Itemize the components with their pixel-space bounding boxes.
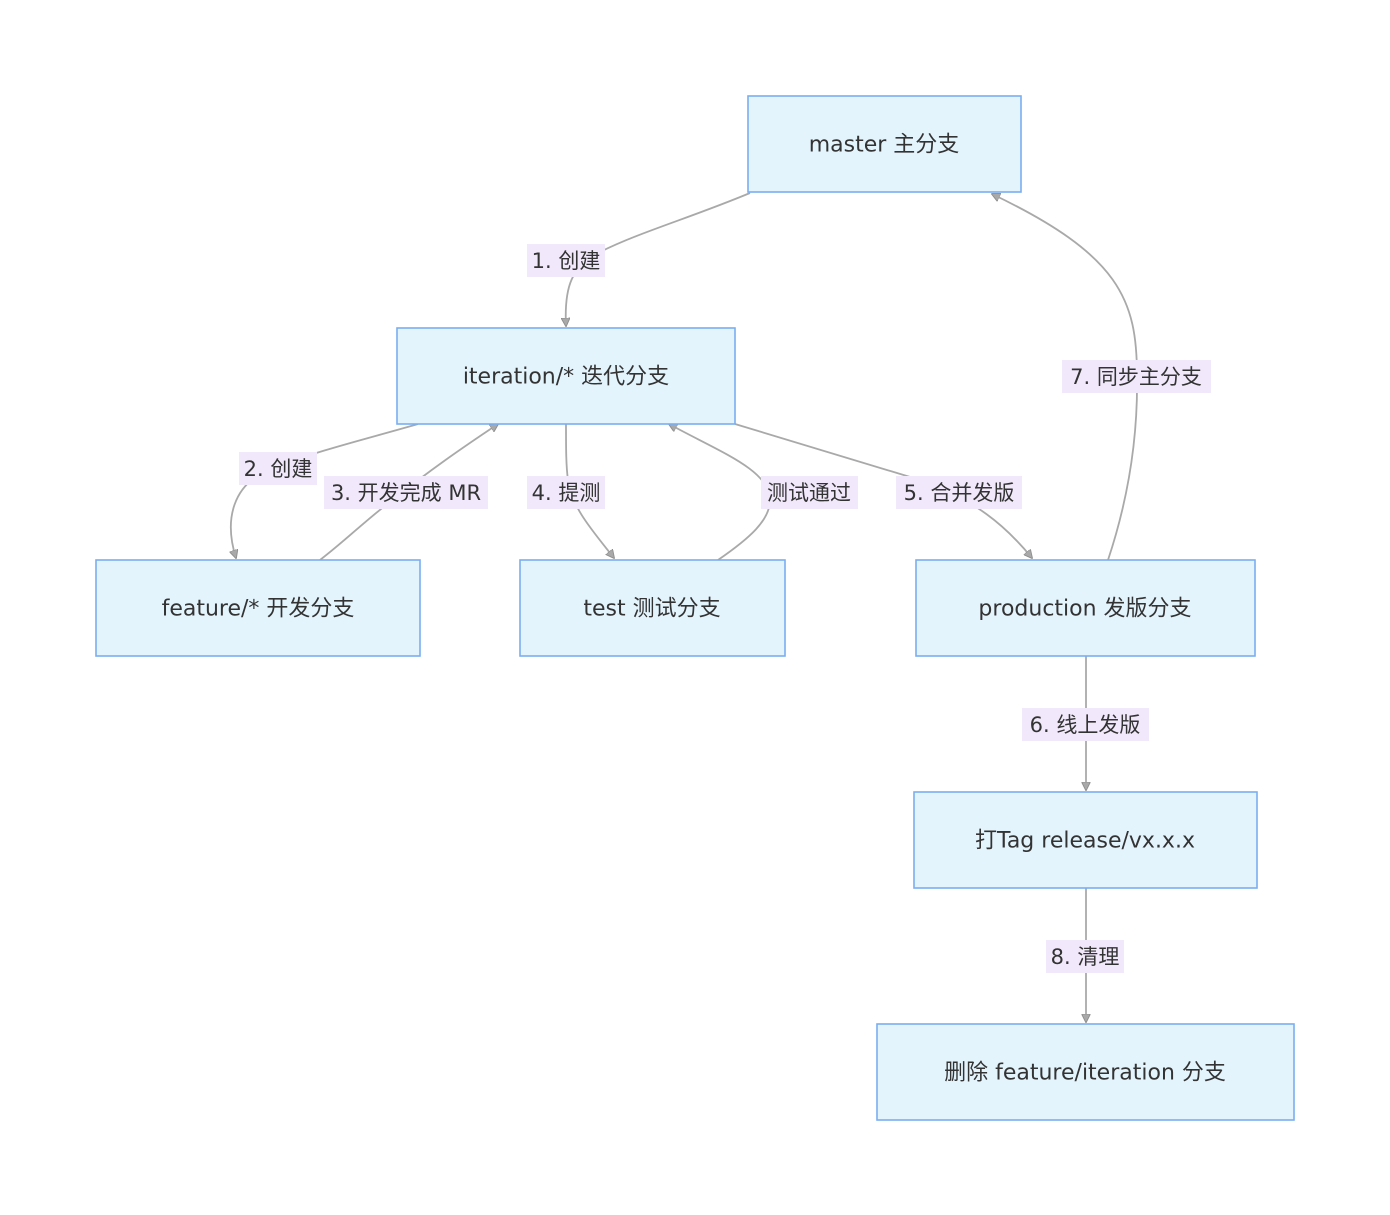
edge-label-step3: 3. 开发完成 MR xyxy=(324,476,488,509)
node-tag: 打Tag release/vx.x.x xyxy=(913,791,1258,889)
edge-label-step5-text: 5. 合并发版 xyxy=(904,481,1015,505)
edge-label-step8-text: 8. 清理 xyxy=(1051,945,1120,969)
node-cleanup-label: 删除 feature/iteration 分支 xyxy=(944,1061,1226,1086)
edge-label-test-pass-text: 测试通过 xyxy=(767,481,851,505)
edge-label-step2: 2. 创建 xyxy=(239,452,317,485)
node-iteration: iteration/* 迭代分支 xyxy=(396,327,736,425)
node-feature-label: feature/* 开发分支 xyxy=(162,597,355,622)
edge-label-step4: 4. 提测 xyxy=(527,476,605,509)
edge-label-step2-text: 2. 创建 xyxy=(244,457,313,481)
edge-label-step6: 6. 线上发版 xyxy=(1022,708,1149,741)
node-feature: feature/* 开发分支 xyxy=(95,559,421,657)
node-cleanup: 删除 feature/iteration 分支 xyxy=(876,1023,1295,1121)
node-production-label: production 发版分支 xyxy=(978,597,1191,622)
edge-label-step8: 8. 清理 xyxy=(1046,940,1124,973)
node-production: production 发版分支 xyxy=(915,559,1256,657)
edge-labels: 1. 创建 2. 创建 3. 开发完成 MR 4. 提测 测试通过 5. 合并发… xyxy=(239,244,1211,973)
edge-test-to-iteration xyxy=(669,424,771,561)
edge-label-step7: 7. 同步主分支 xyxy=(1062,360,1211,393)
edge-label-step5: 5. 合并发版 xyxy=(896,476,1022,509)
edge-label-step1-text: 1. 创建 xyxy=(532,249,601,273)
node-master-label: master 主分支 xyxy=(809,133,960,158)
edge-label-step1: 1. 创建 xyxy=(527,244,605,277)
node-master: master 主分支 xyxy=(747,95,1022,193)
nodes: master 主分支 iteration/* 迭代分支 feature/* 开发… xyxy=(95,95,1295,1121)
node-tag-label: 打Tag release/vx.x.x xyxy=(975,829,1195,854)
edge-label-step7-text: 7. 同步主分支 xyxy=(1070,365,1202,389)
edge-label-step3-text: 3. 开发完成 MR xyxy=(331,481,481,505)
node-iteration-label: iteration/* 迭代分支 xyxy=(463,365,669,390)
edge-label-step6-text: 6. 线上发版 xyxy=(1030,713,1141,737)
node-test: test 测试分支 xyxy=(519,559,786,657)
edge-label-step4-text: 4. 提测 xyxy=(532,481,601,505)
edge-label-test-pass: 测试通过 xyxy=(761,476,858,509)
node-test-label: test 测试分支 xyxy=(583,597,720,622)
